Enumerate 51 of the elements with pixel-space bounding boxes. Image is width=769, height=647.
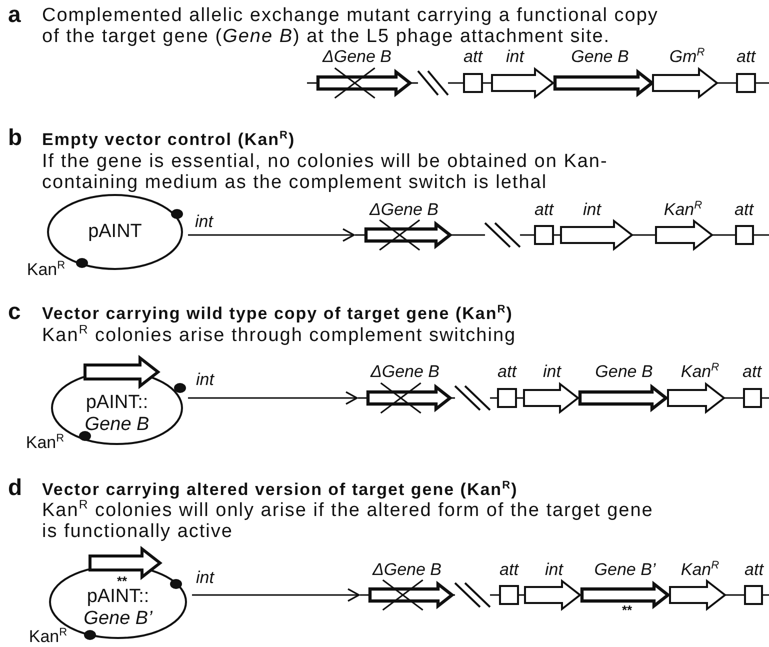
gene-label: Gene B bbox=[571, 48, 629, 66]
gene-label: ΔGene B bbox=[322, 48, 392, 66]
plasmid-label: pAINT bbox=[87, 221, 143, 243]
gene-label: Kan$^{R}$ bbox=[28, 628, 68, 646]
gene-label: ΔGene B bbox=[369, 201, 439, 219]
gene-label: att bbox=[736, 48, 756, 66]
gene-label: int bbox=[583, 201, 601, 219]
mutation-mark: ** bbox=[622, 604, 632, 616]
gene-label: Kan$^{R}$ bbox=[26, 434, 64, 452]
gene-label: Gene B bbox=[595, 363, 653, 381]
gene-label: Kan$^{R}$ bbox=[664, 201, 702, 219]
gene-label: att bbox=[744, 561, 764, 579]
gene-label: att bbox=[734, 201, 754, 219]
panel-heading: Vector carrying wild type copy of target gene (Kan$^{R}$) bbox=[42, 304, 513, 324]
gene-label: att bbox=[500, 561, 518, 579]
panel-letter: c bbox=[8, 300, 21, 323]
arrow bbox=[192, 588, 360, 602]
mutation-mark: ** bbox=[116, 574, 128, 588]
description-text: Kan$^{R}$ colonies will only arise if the altered form of the target gene is functionally active bbox=[42, 500, 654, 542]
gene-label: att bbox=[534, 201, 554, 219]
gene-label: att bbox=[464, 48, 482, 66]
panel-letter: d bbox=[8, 476, 22, 499]
gene-map-drawing bbox=[358, 382, 769, 414]
gene-label: att bbox=[742, 363, 762, 381]
gene-label: Kan$^{R}$ bbox=[680, 363, 720, 381]
panel-letter: b bbox=[8, 126, 22, 149]
description-text: Kan$^{R}$ colonies arise through complement switching bbox=[42, 325, 518, 346]
plasmid-label: pAINT:: Gene B’ bbox=[82, 586, 154, 630]
gene-label: Kan$^{R}$ bbox=[680, 561, 720, 579]
panel-heading: Vector carrying altered version of target gene (Kan$^{R}$) bbox=[42, 480, 518, 500]
panel-heading: Empty vector control (Kan$^{R}$) bbox=[42, 130, 296, 150]
plasmid-label: pAINT:: Gene B bbox=[84, 392, 150, 436]
gene-label: Gene B’ bbox=[594, 561, 656, 579]
gene-label: ΔGene B bbox=[372, 561, 442, 579]
gene-map-drawing bbox=[360, 579, 769, 611]
gene-label: int bbox=[506, 48, 524, 66]
gene-label: int bbox=[545, 561, 563, 579]
arrow bbox=[188, 391, 358, 405]
gene-map-drawing bbox=[355, 219, 769, 251]
gene-label: Gm$^{R}$ bbox=[669, 48, 705, 66]
gene-label: Kan$^{R}$ bbox=[26, 261, 66, 279]
gene-label: int bbox=[196, 371, 214, 389]
gene-label: int bbox=[195, 213, 213, 231]
description-text: If the gene is essential, no colonies will be obtained on Kan-containing medium as the complement switch is lethal bbox=[42, 151, 609, 193]
panel-letter: a bbox=[8, 3, 21, 26]
description-text: Complemented allelic exchange mutant carrying a functional copy of the target gene (Gene B) at the L5 phage attachment site. bbox=[42, 5, 660, 47]
gene-label: att bbox=[498, 363, 516, 381]
gene-label: ΔGene B bbox=[370, 363, 440, 381]
gene-label: int bbox=[196, 569, 214, 587]
gene-label: int bbox=[543, 363, 561, 381]
arrow bbox=[188, 228, 355, 242]
